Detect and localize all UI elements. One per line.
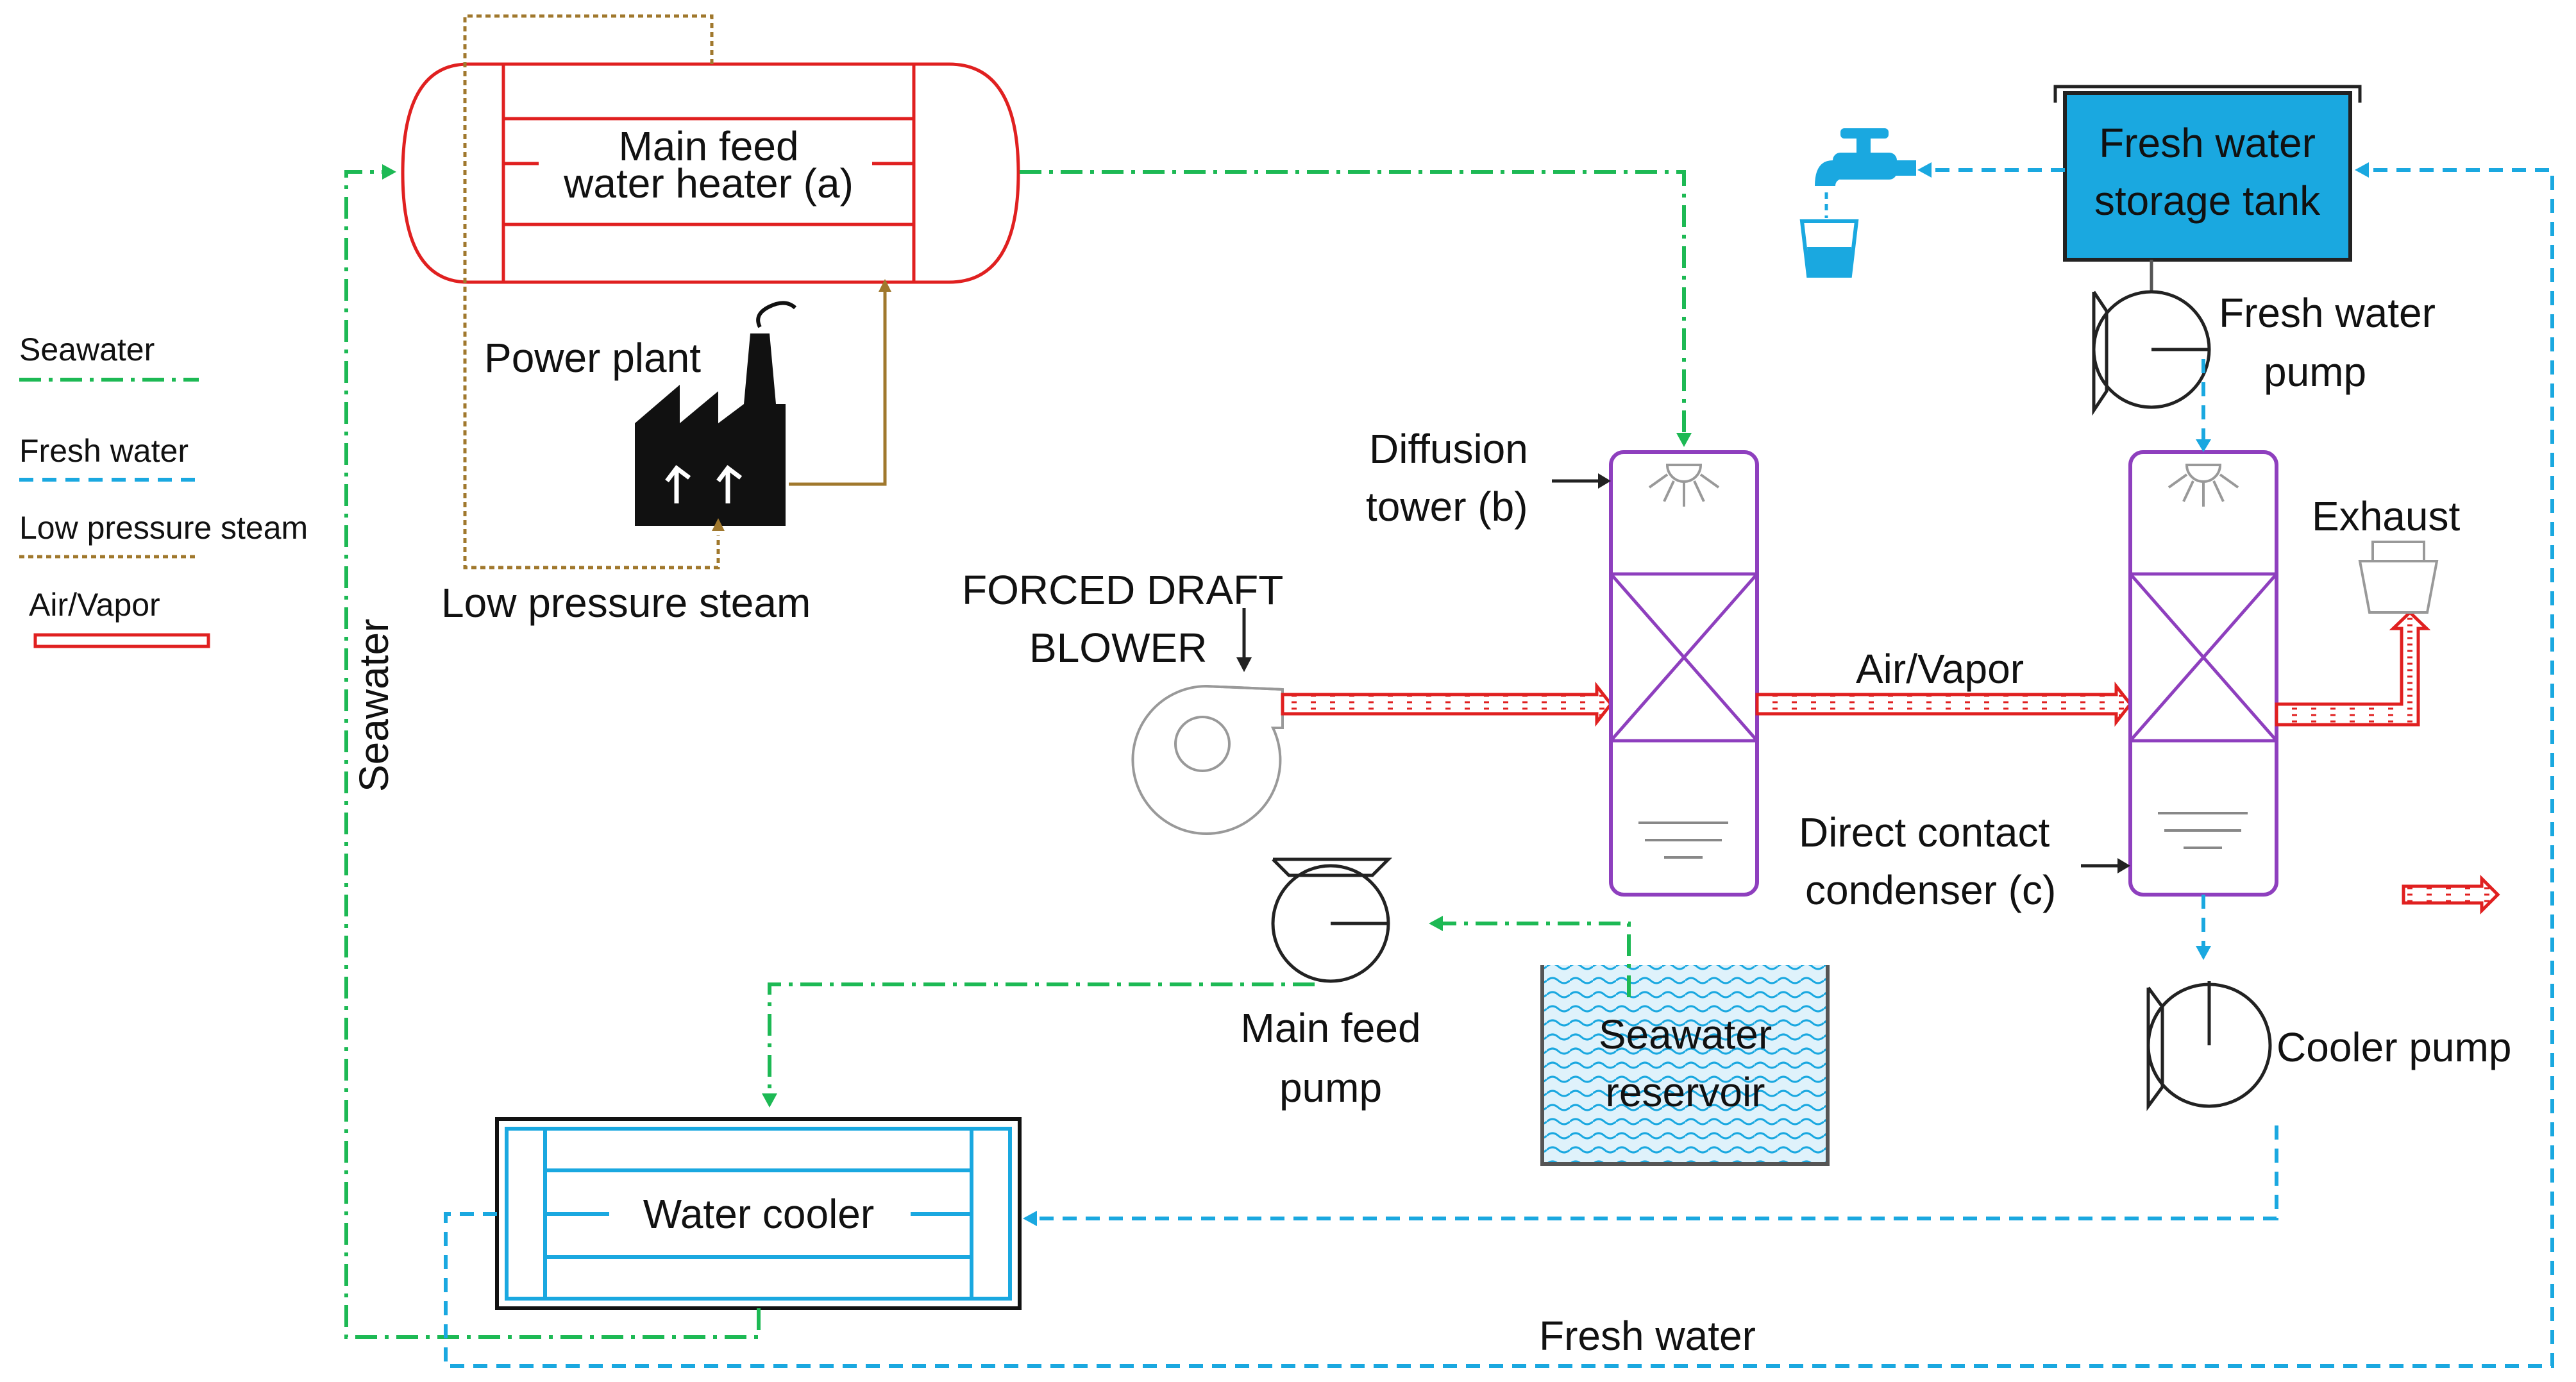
cooler-inner-box bbox=[505, 1127, 1012, 1301]
diffusion-tower-label-line2: tower (b) bbox=[1366, 484, 1528, 530]
diffusion-tower-packing bbox=[1609, 572, 1759, 743]
water-tap-icon bbox=[1815, 128, 1916, 186]
fresh-pump-label-line2: pump bbox=[2264, 349, 2366, 395]
steam-arrow bbox=[712, 518, 725, 531]
condenser-shell bbox=[2128, 450, 2278, 897]
water-glass-icon bbox=[1799, 192, 1859, 278]
factory-icon bbox=[635, 301, 797, 526]
exhaust-label: Exhaust bbox=[2312, 493, 2460, 539]
seawater-reservoir: Seawater reservoir bbox=[1540, 965, 1830, 1166]
tank-lid bbox=[2053, 85, 2362, 103]
fresh-pump-label-line1: Fresh water bbox=[2219, 290, 2436, 336]
exhaust-pipe bbox=[2275, 610, 2431, 727]
spray-nozzle-icon bbox=[2168, 464, 2239, 507]
steam-return-line bbox=[463, 14, 720, 569]
pump-icon bbox=[1271, 857, 1393, 983]
tank-label-line2: storage tank bbox=[2094, 178, 2321, 224]
condenser-packing bbox=[2128, 572, 2278, 743]
main-feed-pump: Main feed pump bbox=[1240, 857, 1421, 1111]
power-plant-label: Power plant bbox=[484, 335, 701, 381]
forced-draft-blower: FORCED DRAFT BLOWER bbox=[962, 567, 1613, 835]
cooler-pump-label: Cooler pump bbox=[2277, 1024, 2511, 1070]
legend-air-vapor-label: Air/Vapor bbox=[29, 587, 160, 623]
legend-fresh-water-label: Fresh water bbox=[19, 433, 189, 469]
fresh-water-storage-tank: Fresh water storage tank bbox=[2053, 85, 2362, 350]
air-vapor-arrow bbox=[2402, 874, 2500, 915]
blower-label-line1: FORCED DRAFT bbox=[962, 567, 1283, 613]
air-pipe-blower-to-tower bbox=[1281, 681, 1613, 727]
water-cooler-label: Water cooler bbox=[643, 1191, 874, 1237]
tank-body bbox=[2063, 91, 2352, 262]
exhaust-hood-icon bbox=[2358, 541, 2439, 614]
heater-label-line2: water heater (a) bbox=[563, 160, 854, 206]
air-vapor-pipe-tower-to-condenser bbox=[1755, 681, 2133, 727]
blower-icon bbox=[1131, 684, 1284, 835]
seawater-vertical-label: Seawater bbox=[351, 619, 397, 792]
diffusion-tower-label-line1: Diffusion bbox=[1369, 426, 1528, 472]
legend-seawater-label: Seawater bbox=[19, 332, 155, 367]
diffusion-tower: Diffusion tower (b) bbox=[1366, 426, 1759, 897]
main-feed-pump-label-line1: Main feed bbox=[1240, 1005, 1420, 1051]
spray-nozzle-icon bbox=[1648, 464, 1720, 507]
power-plant: Power plant Low pressure steam bbox=[441, 14, 891, 626]
steam-arrow bbox=[879, 279, 891, 292]
pump-icon bbox=[2146, 981, 2272, 1111]
pump-icon bbox=[2092, 290, 2211, 416]
low-pressure-steam-label: Low pressure steam bbox=[441, 580, 811, 626]
heater-label-bg bbox=[539, 125, 872, 212]
tank-label-line1: Fresh water bbox=[2099, 120, 2316, 166]
main-feed-pump-label-line2: pump bbox=[1279, 1065, 1382, 1111]
main-feed-water-heater: Main feed water heater (a) bbox=[401, 62, 1020, 284]
reservoir-water bbox=[1544, 965, 1826, 1163]
steam-supply-line bbox=[789, 289, 887, 486]
condenser-label-line1: Direct contact bbox=[1799, 809, 2050, 855]
fresh-water-bottom-label: Fresh water bbox=[1539, 1313, 1756, 1359]
fresh-water-pump: Fresh water pump bbox=[2092, 290, 2436, 452]
water-cooler: Water cooler bbox=[495, 1117, 1022, 1310]
legend: Seawater Fresh water Low pressure steam … bbox=[19, 332, 308, 648]
cooler-pump: Cooler pump bbox=[2146, 895, 2511, 1111]
seawater-lines bbox=[344, 164, 1692, 1339]
heater-shell bbox=[401, 62, 1020, 284]
heater-label-line1: Main feed bbox=[618, 123, 798, 169]
reservoir-label-line2: reservoir bbox=[1606, 1069, 1765, 1115]
diffusion-tower-shell bbox=[1609, 450, 1759, 897]
air-vapor-label: Air/Vapor bbox=[1856, 646, 2024, 692]
legend-steam-label: Low pressure steam bbox=[19, 510, 308, 546]
legend-air-vapor-pipe bbox=[33, 633, 210, 648]
condenser-label-line2: condenser (c) bbox=[1805, 867, 2056, 913]
fresh-water-lines: Fresh water bbox=[444, 162, 2554, 1368]
reservoir-label-line1: Seawater bbox=[1599, 1011, 1772, 1058]
blower-label-line2: BLOWER bbox=[1029, 625, 1207, 671]
